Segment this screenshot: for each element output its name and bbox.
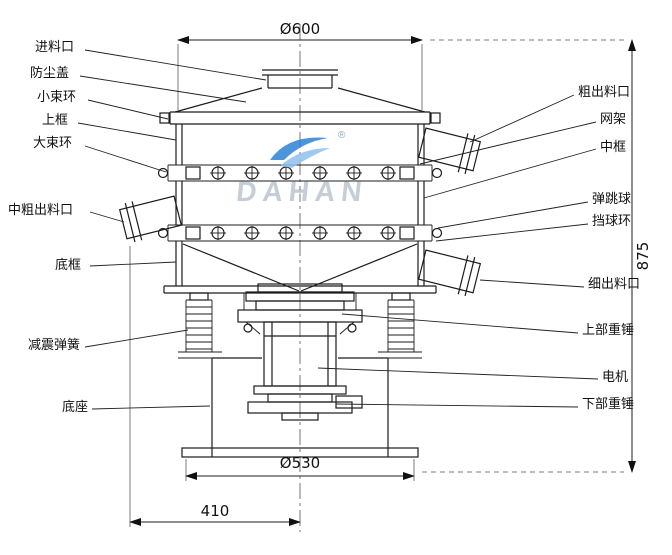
- dim-bottom-diameter: Ø530: [280, 454, 320, 472]
- base-plate: [181, 447, 419, 458]
- label-base: 底座: [62, 399, 89, 414]
- label-fine-outlet: 细出料口: [588, 276, 641, 291]
- registered-mark: ®: [338, 130, 346, 141]
- leader-lines-left: [77, 49, 267, 410]
- dim-total-height: 875: [634, 242, 652, 271]
- leader-lines-right: [317, 94, 599, 408]
- label-feed-inlet: 进料口: [35, 39, 75, 54]
- motor-body: [263, 321, 337, 387]
- dim-base-width: 410: [201, 502, 230, 520]
- right-spring: [378, 292, 422, 359]
- discharge-cone: [182, 243, 418, 292]
- dim-top-diameter: Ø600: [280, 20, 320, 38]
- label-coarse-outlet: 粗出料口: [578, 84, 631, 99]
- label-middle-frame: 中框: [600, 139, 627, 154]
- label-dust-cover: 防尘盖: [30, 65, 70, 80]
- label-small-clamp-ring: 小束环: [37, 89, 77, 104]
- label-mesh-frame: 网架: [600, 111, 627, 126]
- label-bottom-frame: 底框: [55, 257, 82, 272]
- inlet-pipe: [262, 69, 338, 88]
- dust-cover: [170, 87, 430, 113]
- base-stand: [181, 357, 419, 458]
- label-ball-stop-ring: 挡球环: [592, 213, 632, 228]
- screen-deck-2: [157, 224, 443, 242]
- base-flange: [163, 285, 437, 294]
- bottom-frame: [175, 241, 425, 286]
- label-bouncing-ball: 弹跳球: [592, 191, 632, 206]
- left-spring: [178, 292, 222, 359]
- label-damping-spring: 减震弹簧: [28, 337, 81, 352]
- medium-coarse-outlet-pipe: [118, 195, 183, 243]
- screen-deck-1: [157, 164, 443, 182]
- coarse-outlet-pipe: [417, 127, 482, 175]
- label-motor: 电机: [602, 369, 629, 384]
- upper-clamp-band: [159, 112, 441, 125]
- lower-weight: [247, 385, 363, 421]
- brand-logo-icon: [266, 130, 336, 179]
- label-upper-frame: 上框: [42, 112, 69, 127]
- label-large-clamp-ring: 大束环: [33, 135, 73, 150]
- watermark: DAHAN: [234, 176, 370, 207]
- dimension-lines: [129, 36, 636, 527]
- label-upper-weight: 上部重锤: [582, 322, 635, 337]
- label-medium-coarse-outlet: 中粗出料口: [8, 202, 74, 217]
- fine-outlet-pipe: [417, 249, 482, 297]
- label-lower-weight: 下部重锤: [582, 396, 635, 411]
